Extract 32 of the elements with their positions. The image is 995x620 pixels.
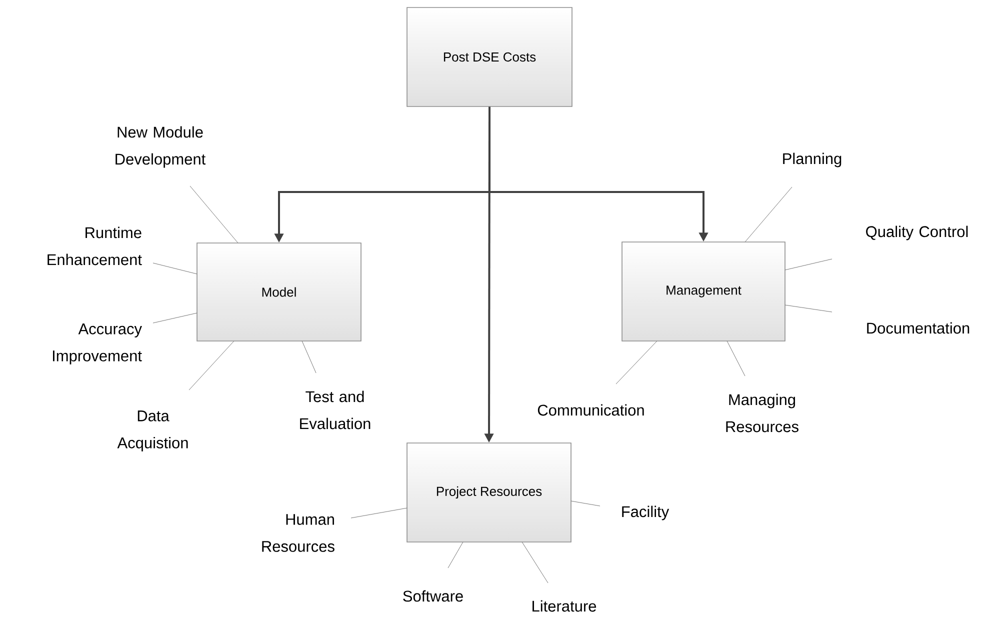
spoke-line bbox=[152, 312, 198, 324]
branch-label: Documentation bbox=[867, 322, 970, 334]
branch-label: Managing Resources bbox=[726, 394, 798, 432]
spoke-line bbox=[784, 304, 832, 312]
branch-label: New Module Development bbox=[116, 126, 206, 168]
process-box: Management bbox=[622, 242, 786, 342]
branch-label: Accuracy Improvement bbox=[53, 324, 142, 364]
branch-label: Human Resources bbox=[262, 514, 334, 552]
branch-label: Data Acquistion bbox=[117, 410, 188, 452]
spoke-line bbox=[616, 340, 658, 384]
branch-label: Runtime Enhancement bbox=[48, 226, 142, 266]
spoke-line bbox=[152, 262, 198, 274]
branch-label: Test and Evaluation bbox=[300, 390, 370, 430]
branch-label: Facility bbox=[622, 506, 670, 520]
spoke-line bbox=[302, 340, 316, 374]
spoke-line bbox=[350, 508, 408, 518]
spoke-line bbox=[448, 542, 464, 568]
spoke-line bbox=[188, 340, 234, 390]
branch-label: Quality Control bbox=[866, 226, 968, 240]
process-box: Model bbox=[196, 242, 362, 342]
spoke-line bbox=[522, 542, 548, 584]
process-box: Post DSE Costs bbox=[406, 7, 572, 107]
branch-label: Communication bbox=[538, 404, 644, 416]
spoke-line bbox=[570, 500, 600, 506]
spoke-line bbox=[726, 340, 746, 376]
spoke-line bbox=[784, 258, 832, 270]
process-box: Project Resources bbox=[406, 442, 572, 542]
spoke-line bbox=[190, 186, 238, 244]
branch-label: Software bbox=[403, 590, 463, 602]
branch-label: Literature bbox=[532, 600, 596, 612]
branch-label: Planning bbox=[783, 152, 842, 168]
spoke-line bbox=[744, 186, 792, 242]
